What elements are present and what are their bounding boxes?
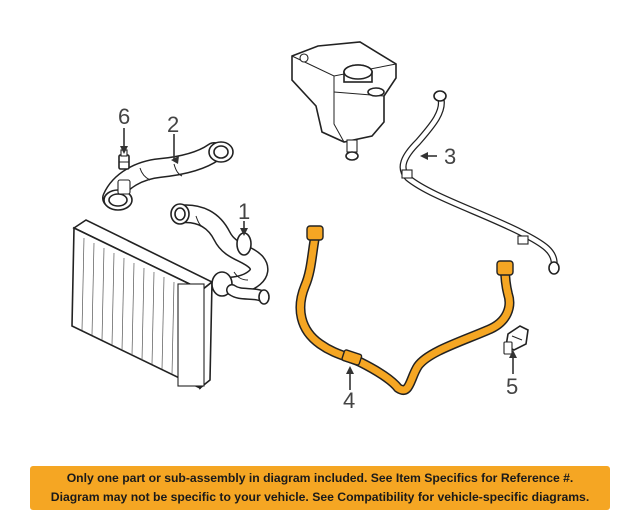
- disclaimer-banner: Only one part or sub-assembly in diagram…: [30, 466, 610, 510]
- expansion-tank: [291, 41, 397, 161]
- callout-1: 1: [238, 199, 250, 224]
- vent-hose: [399, 90, 560, 275]
- lower-radiator-hose: [170, 203, 270, 305]
- callout-5: 5: [506, 374, 518, 399]
- bleeder-screw: [118, 149, 130, 170]
- radiator: [71, 219, 214, 390]
- disclaimer-line-2: Diagram may not be specific to your vehi…: [50, 490, 590, 504]
- cooler-line-highlighted: [295, 225, 515, 395]
- callout-6: 6: [118, 104, 130, 129]
- callout-arrowheads: [120, 146, 517, 374]
- callout-4: 4: [343, 388, 355, 413]
- callout-3: 3: [444, 144, 456, 169]
- callout-2: 2: [167, 112, 179, 137]
- clip: [503, 325, 529, 355]
- disclaimer-line-1: Only one part or sub-assembly in diagram…: [66, 471, 574, 485]
- upper-radiator-hose: [102, 141, 234, 211]
- parts-diagram: 1 2 3 4 5 6: [71, 41, 560, 413]
